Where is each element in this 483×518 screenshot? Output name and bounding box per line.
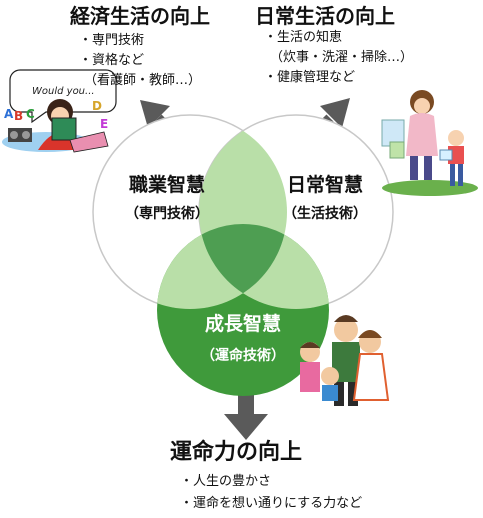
arrow-down [224,394,268,440]
letter-c: C [26,107,35,121]
bottom-heading: 運命力の向上 [170,440,303,465]
letter-d: D [92,99,102,113]
left-circle-title: 職業智慧 [128,174,205,196]
family-illustration [300,315,390,406]
bottom-circle-subtitle: （運命技術） [201,348,285,364]
right-circle-title: 日常智慧 [286,174,363,196]
letter-a: A [4,107,14,121]
speech-text: Would you... [32,86,95,97]
left-circle-subtitle: （専門技術） [125,206,209,222]
mother-child-illustration [381,90,478,196]
letter-b: B [14,109,23,123]
top-left-bullet-2: ・資格など [79,53,145,68]
bottom-bullet-1: ・人生の豊かさ [180,474,272,489]
student-illustration: Would you... A B C D E [2,69,117,153]
top-left-heading: 経済生活の向上 [70,4,210,28]
top-left-bullet-3: （看護師・教師…） [84,73,202,88]
top-right-bullet-2: （炊事・洗濯・掃除…） [270,50,414,65]
bottom-circle-title: 成長智慧 [204,313,281,335]
top-right-heading: 日常生活の向上 [255,4,395,28]
bottom-bullet-2: ・運命を想い通りにする力など [180,496,363,511]
letter-e: E [100,117,108,131]
top-right-bullet-1: ・生活の知恵 [264,30,343,45]
right-circle-subtitle: （生活技術） [283,206,367,222]
top-right-bullet-3: ・健康管理など [264,70,356,85]
top-left-bullet-1: ・専門技術 [79,33,145,48]
